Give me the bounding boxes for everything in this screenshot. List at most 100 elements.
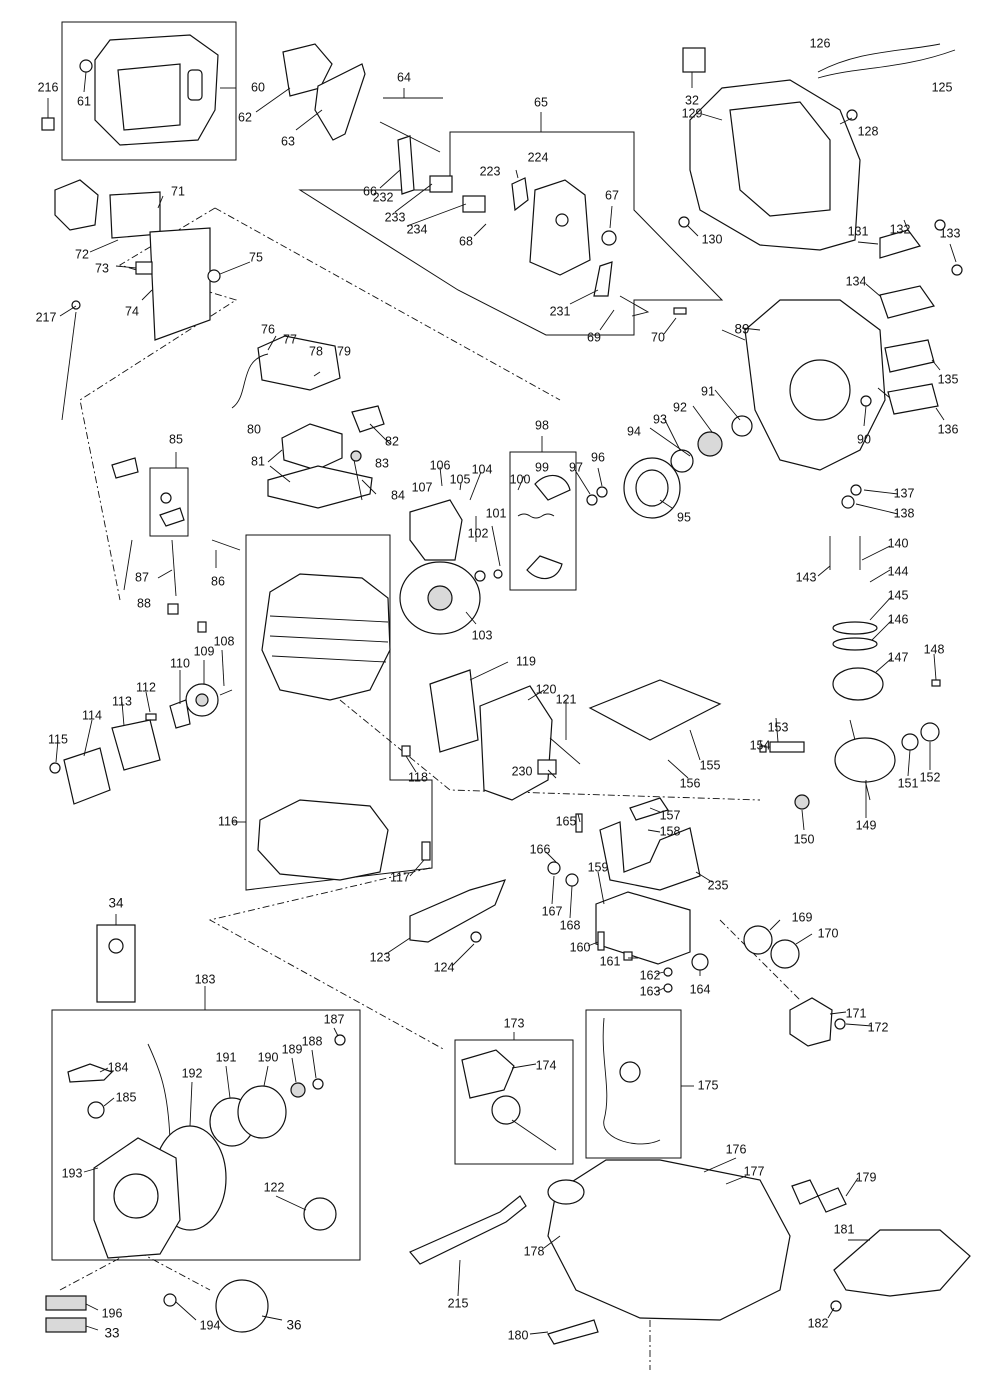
part-label-105: 105: [450, 472, 471, 486]
part-label-107: 107: [412, 480, 433, 494]
starter-group-box: [51, 1009, 361, 1261]
screw-182: [830, 1300, 842, 1312]
label-plate-34: [96, 924, 136, 1003]
part-label-108: 108: [214, 634, 235, 648]
label-230: [537, 759, 557, 775]
part-label-113: 113: [112, 694, 132, 708]
rod-69: [619, 295, 650, 317]
ignition-coil-107: [409, 499, 463, 561]
gasket-155: [588, 679, 722, 741]
throttle-cable: [61, 311, 77, 421]
muffler-120: [479, 685, 553, 801]
air-cleaner-slot: [187, 69, 203, 101]
part-label-170: 170: [818, 926, 839, 940]
bolt-115: [49, 762, 61, 774]
bolt-160: [597, 931, 605, 951]
damper-131: [879, 229, 921, 259]
seal-152: [920, 722, 940, 742]
part-label-196: 196: [102, 1306, 123, 1320]
part-label-97: 97: [569, 460, 583, 474]
cylinder-block: [261, 573, 391, 701]
screw-128: [846, 109, 858, 121]
part-label-129: 129: [682, 106, 703, 120]
part-label-146: 146: [888, 612, 909, 626]
part-label-93: 93: [653, 412, 667, 426]
part-label-177: 177: [744, 1164, 765, 1178]
flywheel-hub: [427, 585, 453, 611]
part-label-160: 160: [570, 940, 591, 954]
part-label-132: 132: [890, 222, 911, 236]
part-label-136: 136: [938, 422, 959, 436]
part-label-157: 157: [660, 808, 681, 822]
part-label-191: 191: [216, 1050, 237, 1064]
part-label-158: 158: [660, 824, 681, 838]
pin-70: [673, 307, 687, 315]
bolt-117: [421, 841, 431, 861]
cam-follower-110: [169, 699, 191, 729]
part-label-178: 178: [524, 1244, 545, 1258]
air-cleaner-group-box: [61, 21, 237, 161]
dowel-118: [401, 745, 411, 757]
part-label-131: 131: [848, 224, 869, 238]
fuel-cap-strap: [511, 1119, 557, 1151]
fuel-line-175: [602, 1017, 661, 1145]
rocker-cover-80: [281, 423, 343, 471]
assembly-line-c: [339, 699, 761, 801]
push-rod-left: [123, 539, 133, 591]
primer-167: [547, 861, 561, 875]
starter-pulley-190: [237, 1085, 287, 1139]
part-label-99: 99: [535, 460, 549, 474]
part-label-140: 140: [888, 536, 909, 550]
part-label-173: 173: [504, 1016, 525, 1030]
rocker-arm-85: [159, 507, 185, 527]
part-label-87: 87: [135, 570, 149, 584]
bracket-73: [135, 261, 153, 275]
cam-gear-hub: [195, 693, 209, 707]
part-label-63: 63: [281, 134, 295, 148]
nut-161: [623, 951, 633, 961]
adapter-171: [789, 997, 833, 1047]
part-label-76: 76: [261, 322, 275, 336]
washer-162: [663, 967, 673, 977]
cylinder-fins: [269, 615, 389, 663]
part-label-80: 80: [247, 422, 261, 436]
part-label-137: 137: [894, 486, 915, 500]
starter-case-window: [113, 1173, 159, 1219]
bolt-124: [470, 931, 482, 943]
spark-plug-head: [350, 450, 362, 462]
pin-112: [145, 713, 157, 721]
part-label-164: 164: [690, 982, 711, 996]
rocker-arm-loose: [111, 457, 139, 479]
pin-86: [211, 539, 241, 551]
part-label-148: 148: [924, 642, 945, 656]
valve-cover-78: [257, 335, 341, 391]
heat-shield-235: [599, 821, 701, 891]
part-label-231: 231: [550, 304, 571, 318]
screw-194: [163, 1293, 177, 1307]
part-label-60: 60: [251, 80, 265, 94]
carburetor-assembly: [54, 179, 99, 231]
rocker-arm-group-box: [149, 467, 189, 537]
damper-135: [884, 339, 935, 373]
part-label-109: 109: [194, 644, 215, 658]
part-label-88: 88: [137, 596, 151, 610]
gasket-170: [770, 939, 800, 969]
part-label-66: 66: [363, 184, 377, 198]
part-label-163: 163: [640, 984, 661, 998]
rocker-spring-85: [160, 492, 172, 504]
part-label-149: 149: [856, 818, 877, 832]
part-label-153: 153: [768, 720, 789, 734]
nut-189: [290, 1082, 306, 1098]
part-label-180: 180: [508, 1328, 529, 1342]
pin-148: [931, 679, 941, 687]
part-label-143: 143: [796, 570, 817, 584]
part-label-133: 133: [940, 226, 961, 240]
part-label-181: 181: [834, 1222, 855, 1236]
grommet-179: [817, 1187, 847, 1213]
bearing-92: [697, 431, 723, 457]
part-label-94: 94: [627, 424, 641, 438]
tray-159: [595, 891, 691, 965]
part-label-183: 183: [195, 972, 216, 986]
part-label-147: 147: [888, 650, 909, 664]
